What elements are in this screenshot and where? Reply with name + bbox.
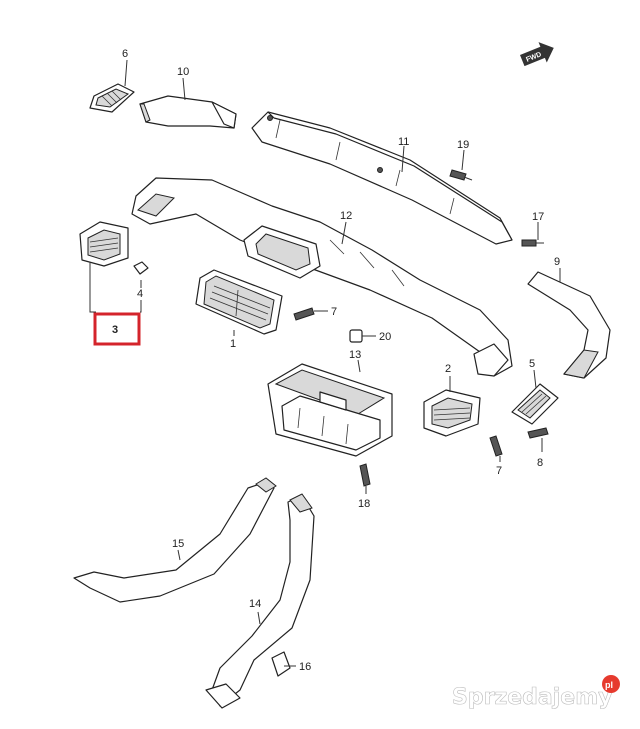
callout-3: 3 [112,324,118,336]
callout-17: 17 [532,211,544,223]
part-19-screw [449,169,473,181]
part-9-right-side-duct [527,271,611,379]
callout-8: 8 [537,457,543,469]
part-13-floor-duct-box [267,363,393,457]
callout-20: 20 [379,331,391,343]
callout-13: 13 [349,349,361,361]
part-11-defroster-duct [251,111,513,245]
watermark: Sprzedajemy pl [452,675,620,710]
part-7-screw-upper [293,307,328,321]
callout-7-upper: 7 [331,306,337,318]
part-2-right-center-vent [423,389,481,437]
callout-10: 10 [177,66,189,78]
callout-4: 4 [137,288,143,300]
part-14-floor-duct-right [205,493,315,709]
callout-14: 14 [249,598,261,610]
part-7-screw-lower [489,435,503,457]
part-6-side-vent-bezel [89,83,135,113]
part-16-clip [271,651,296,677]
part-12-main-duct [131,177,513,377]
callout-2: 2 [445,363,451,375]
callout-11: 11 [398,136,409,148]
callout-16: 16 [299,661,311,673]
part-8-screw [527,427,549,439]
callout-19: 19 [457,139,469,151]
callout-12: 12 [340,210,352,222]
watermark-text: Sprzedajemy [452,685,613,710]
part-1-center-vent [195,269,283,335]
part-20-clip [349,329,376,343]
callout-15: 15 [172,538,184,550]
part-3-left-side-vent [79,221,129,267]
highlight-box-callout-3 [93,312,141,346]
callout-18: 18 [358,498,370,510]
part-17-screw [521,239,544,247]
part-15-floor-duct-left [73,477,277,603]
part-18-screw [359,463,371,487]
callout-6: 6 [122,48,128,60]
watermark-badge-text: pl [605,680,613,690]
callout-7-lower: 7 [496,465,502,477]
callout-5: 5 [529,358,535,370]
forward-direction-marker: FWD [520,42,554,67]
part-10-side-duct [139,95,237,129]
part-4-clip [133,261,149,275]
part-5-right-side-vent [511,383,559,425]
watermark-badge-dot [602,675,620,693]
callout-9: 9 [554,256,560,268]
callout-labels: 6 10 11 19 17 12 9 4 3 7 1 20 13 2 5 8 7… [112,48,560,673]
callout-1: 1 [230,338,236,350]
